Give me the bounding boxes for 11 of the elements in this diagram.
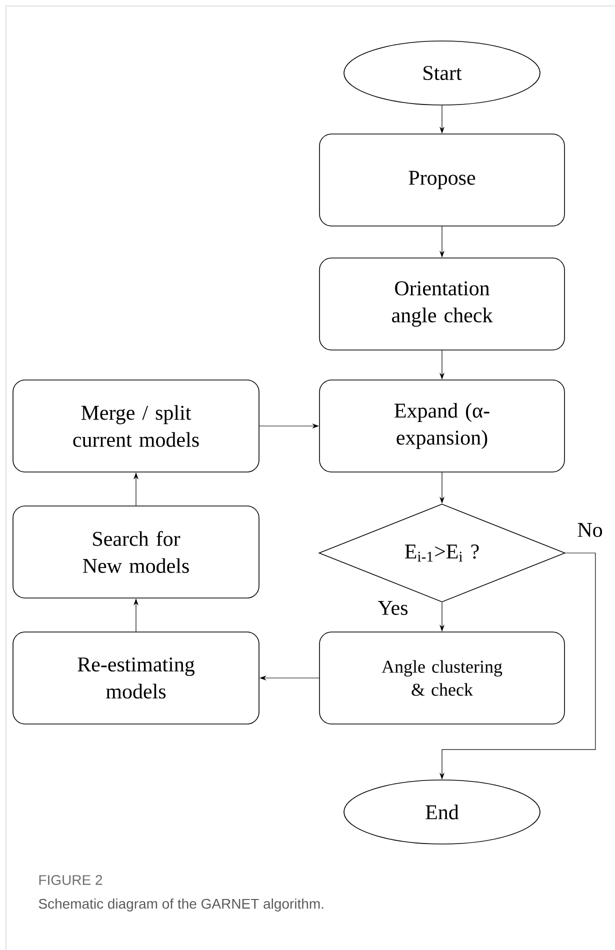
edge-label: Yes xyxy=(376,600,410,616)
process-box: Search for New models xyxy=(12,506,260,598)
process-box: Propose xyxy=(319,134,565,226)
process-box: Orientation angle check xyxy=(319,258,565,350)
process-box: Expand (α-expansion) xyxy=(319,380,565,472)
process-box: Angle clustering & check xyxy=(319,632,565,724)
process-box: Merge / split current models xyxy=(12,380,260,472)
caption: Schematic diagram of the GARNET algorithm. xyxy=(38,898,324,912)
edge-label: No xyxy=(576,522,604,538)
figure-label: FIGURE 2 xyxy=(39,875,102,885)
process-box: Re-estimating models xyxy=(12,632,260,724)
